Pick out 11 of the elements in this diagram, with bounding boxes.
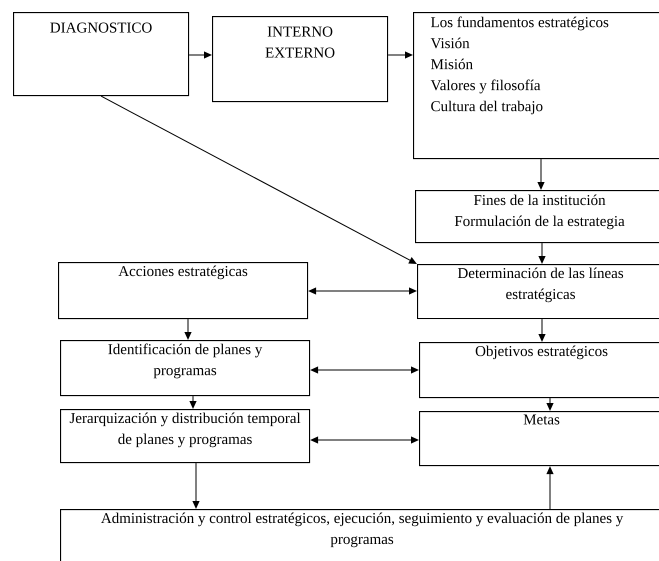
text-box: Fines de la institución Formulación de la estrategia [415,190,659,244]
text-box: Metas [419,411,659,466]
text-box: DIAGNOSTICO [13,12,190,96]
text-box: Jerarquización y distribución temporal de planes y programas [60,409,310,464]
text-box: Acciones estratégicas [58,262,308,320]
text-box: Determinación de las líneas estratégicas [417,264,659,320]
text-box: INTERNO EXTERNO [212,16,388,102]
text-box: Objetivos estratégicos [419,342,659,398]
text-box: Los fundamentos estratégicos Visión Misión Valores y filosofía Cultura del trabajo [413,12,659,160]
text-box: Identificación de planes y programas [60,340,310,396]
text-box: Administración y control estratégicos, ejecución, seguimiento y evaluación de planes y programas [60,509,659,561]
